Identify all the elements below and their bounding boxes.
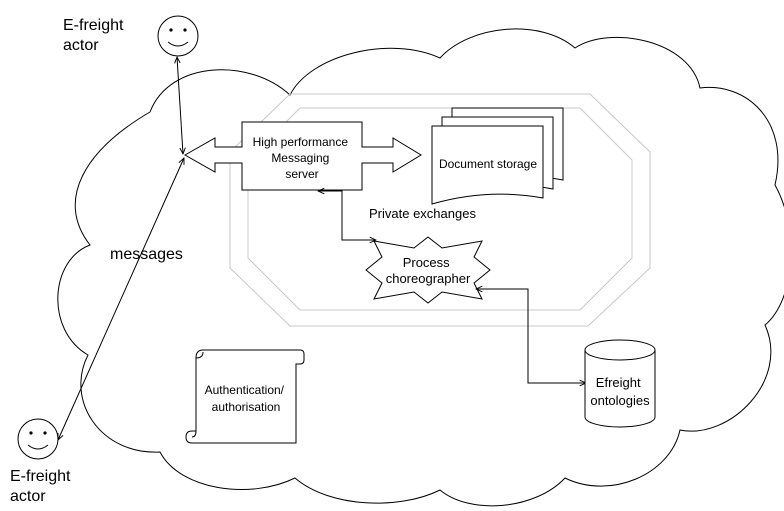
messaging-server-line-3: server [285, 167, 318, 181]
actor-bottom-line-1: E-freight [10, 468, 71, 485]
document-storage-stack[interactable] [431, 107, 564, 205]
svg-text:High performance Messaging: High performance Messaging server [253, 135, 352, 181]
messaging-server-line-2: Messaging [271, 151, 329, 165]
actor-top-line-2: actor [63, 37, 99, 54]
private-exchanges-label: Private exchanges [369, 206, 476, 221]
process-choreographer-line-1: Process [403, 255, 450, 270]
ontologies-line-1: Efreight [596, 375, 641, 390]
private-exchange-outline-outer [229, 93, 651, 327]
process-choreographer-shape[interactable] [365, 236, 491, 304]
server-to-choreographer-connector [318, 191, 376, 240]
actor-bottom-line-2: actor [10, 488, 46, 505]
ontologies-database-cylinder[interactable] [584, 339, 656, 428]
svg-text:Efreight ontologies: Efreight ontologies [590, 375, 650, 408]
document-storage-label: Document storage [439, 157, 537, 171]
ontologies-line-2: ontologies [590, 393, 650, 408]
svg-text:E-freight actor: E-freight actor [63, 17, 128, 54]
top-actor-message-arrow [177, 57, 183, 154]
messaging-server-shape[interactable] [183, 121, 422, 191]
actor-top-icon [157, 15, 199, 57]
svg-text:E-freight actor: E-freight actor [10, 468, 75, 505]
messages-label: messages [110, 246, 183, 263]
actor-top-line-1: E-freight [63, 17, 124, 34]
authentication-scroll[interactable] [185, 349, 305, 444]
choreographer-to-ontologies-connector [476, 289, 586, 383]
authentication-line-2: authorisation [212, 400, 281, 414]
process-choreographer-line-2: choreographer [386, 271, 471, 286]
actor-bottom-icon [17, 418, 59, 460]
svg-text:Authentication/ authorisat: Authentication/ authorisation [205, 383, 288, 414]
messaging-server-line-1: High performance [253, 135, 349, 149]
svg-text:Process choreographer: Process choreographer [386, 255, 471, 286]
bottom-actor-message-arrow [58, 158, 184, 440]
authentication-line-1: Authentication/ [205, 383, 285, 397]
